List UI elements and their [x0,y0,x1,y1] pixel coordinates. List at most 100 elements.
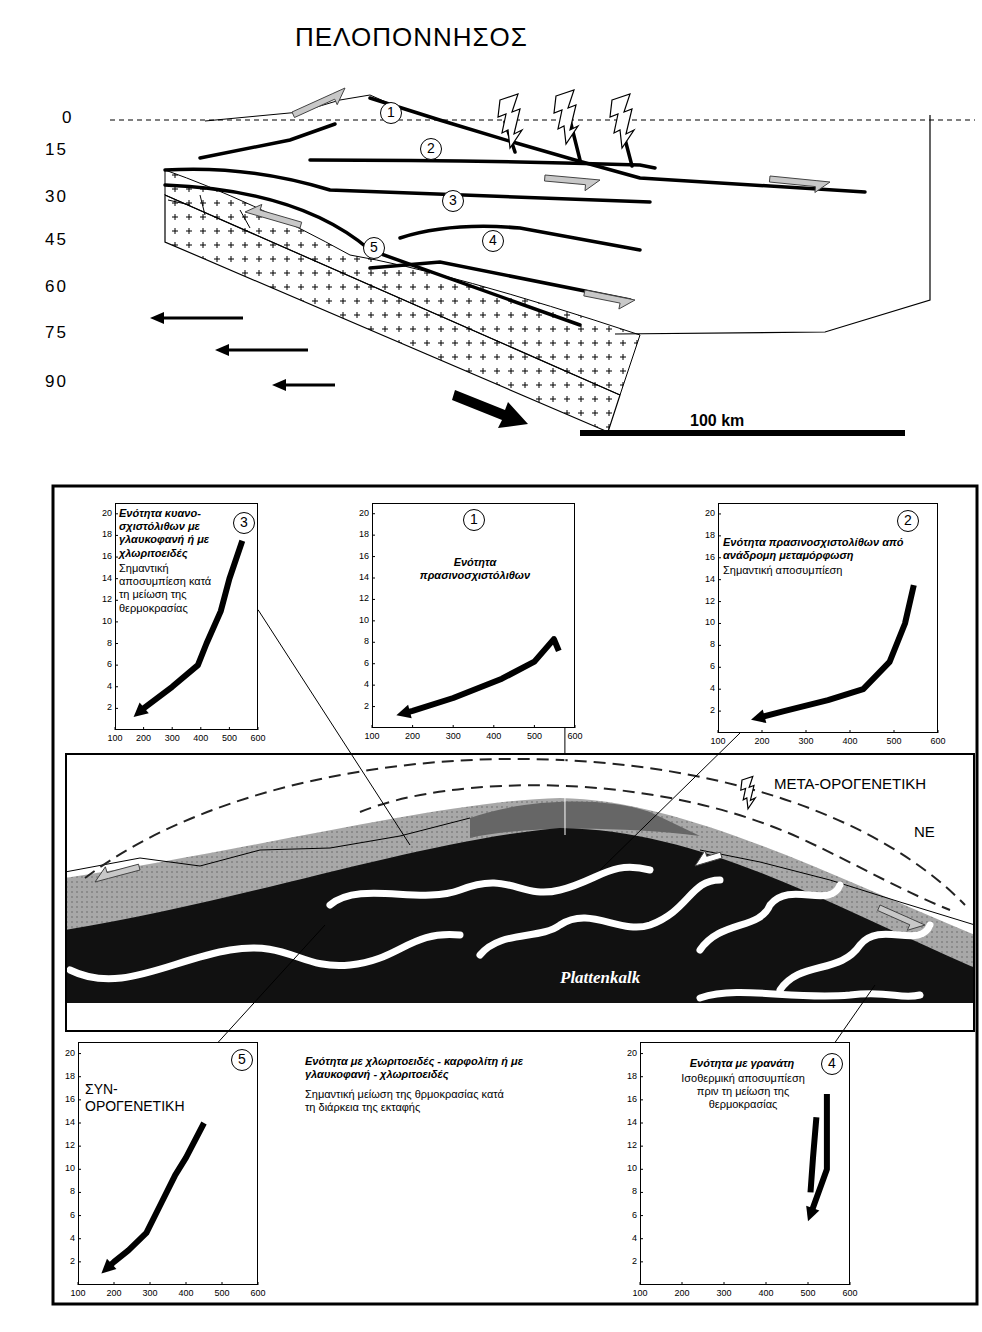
axis-tick-label: 400 [758,1289,773,1298]
drawing-stroke [615,115,930,334]
axis-tick-label: 10 [102,617,112,626]
depth-label: 15 [45,140,68,160]
axis-tick-label: 16 [627,1095,637,1104]
axis-tick-label: 600 [842,1289,857,1298]
axis-tick-label: 200 [405,732,420,741]
pt-path [811,1117,817,1192]
lightning-symbol [610,94,634,148]
axis-tick-label: 200 [754,737,769,746]
axis-tick-label: 100 [632,1289,647,1298]
axis-tick-label: 8 [632,1187,637,1196]
axis-tick-label: 100 [364,732,379,741]
axis-tick-label: 14 [102,574,112,583]
axis-tick-label: 8 [107,639,112,648]
callout-number: 3 [442,190,464,212]
unit-note: Σημαντική μείωση της θρμοκρασίας κατά τη… [305,1088,510,1114]
axis-tick-label: 10 [627,1164,637,1173]
axis-tick-label: 200 [674,1289,689,1298]
callout-number: 5 [363,237,385,259]
drawing-stroke [223,349,308,352]
shaded-arrow [584,290,635,309]
axis-tick-label: 2 [364,702,369,711]
drawing-stroke [150,312,164,324]
axis-tick-label: 18 [705,531,715,540]
axis-tick-label: 300 [798,737,813,746]
axis-tick-label: 100 [107,734,122,743]
pt-arrowhead [101,1259,116,1274]
drawing-stroke [70,934,460,978]
pt-arrowhead [134,703,149,717]
axis-tick-label: 20 [65,1049,75,1058]
lightning-symbol [554,90,578,144]
axis-tick-label: 10 [705,618,715,627]
axis-tick-label: 12 [65,1141,75,1150]
pt-path [109,1123,204,1267]
node-text: ΜΕΤΑ-ΟΡΟΓΕΝΕΤΙΚΗ [772,775,928,793]
title: ΠΕΛΟΠΟΝΝΗΣΟΣ [295,22,528,53]
axis-tick-label: 6 [632,1211,637,1220]
axis-tick-label: 400 [178,1289,193,1298]
callout-number: 4 [482,230,504,252]
shaded-arrow [695,851,722,867]
axis-tick-label: 600 [567,732,582,741]
axis-tick-label: 12 [102,595,112,604]
axis-tick-label: 14 [627,1118,637,1127]
node-text: Plattenkalk [557,968,643,988]
lightning-symbol [610,94,634,148]
axis-tick-label: 12 [359,594,369,603]
drawing-stroke [65,798,975,1003]
axis-tick-label: 6 [710,662,715,671]
drawing-stroke [85,759,965,905]
callout-number: 2 [420,138,442,160]
axis-tick-label: 2 [710,706,715,715]
drawing-stroke [65,818,975,925]
axis-tick-label: 300 [165,734,180,743]
drawing-stroke [65,828,975,1003]
axis-tick-label: 16 [705,553,715,562]
axis-tick-label: 20 [705,509,715,518]
pt-path [761,585,914,717]
shaded-arrow [95,864,140,882]
drawing-stroke [53,486,977,1304]
axis-tick-label: 500 [214,1289,229,1298]
shaded-arrow [545,175,601,191]
axis-tick-label: 20 [627,1049,637,1058]
axis-tick-label: 16 [102,552,112,561]
axis-tick-label: 14 [705,575,715,584]
drawing-stroke [165,169,650,202]
callout-number: 5 [231,1049,253,1071]
axis-tick-label: 100 [70,1289,85,1298]
drawing-stroke [360,785,950,910]
depth-label: 45 [45,230,68,250]
drawing-stroke [700,993,920,998]
axis-tick-label: 300 [142,1289,157,1298]
lightning-symbol [498,94,522,148]
axis-tick-label: 400 [842,737,857,746]
axis-tick-label: 10 [65,1164,75,1173]
axis-tick-label: 8 [710,640,715,649]
axis-tick-label: 18 [359,530,369,539]
drawing-stroke [165,170,640,395]
axis-tick-label: 500 [800,1289,815,1298]
axis-tick-label: 18 [627,1072,637,1081]
axis-tick-label: 6 [107,660,112,669]
scale-label: 100 km [690,411,744,430]
pt-path [406,639,559,713]
drawing-stroke [215,344,229,356]
axis-tick-label: 14 [65,1118,75,1127]
pt-graph-box: 3Ενότητα κυανο- σχιστόλιθων με γλαυκοφαν… [115,503,258,730]
axis-tick-label: 6 [70,1211,75,1220]
axis-tick-label: 4 [107,682,112,691]
drawing-stroke [330,867,650,905]
axis-tick-label: 16 [65,1095,75,1104]
axis-tick-label: 8 [70,1187,75,1196]
drawing-stroke [480,880,720,955]
shaded-arrow [878,905,925,930]
callout-number: 4 [821,1053,843,1075]
axis-tick-label: 200 [106,1289,121,1298]
drawing-stroke [780,925,930,990]
axis-tick-label: 2 [107,703,112,712]
depth-label: 30 [45,187,68,207]
lightning-symbol [554,90,578,144]
